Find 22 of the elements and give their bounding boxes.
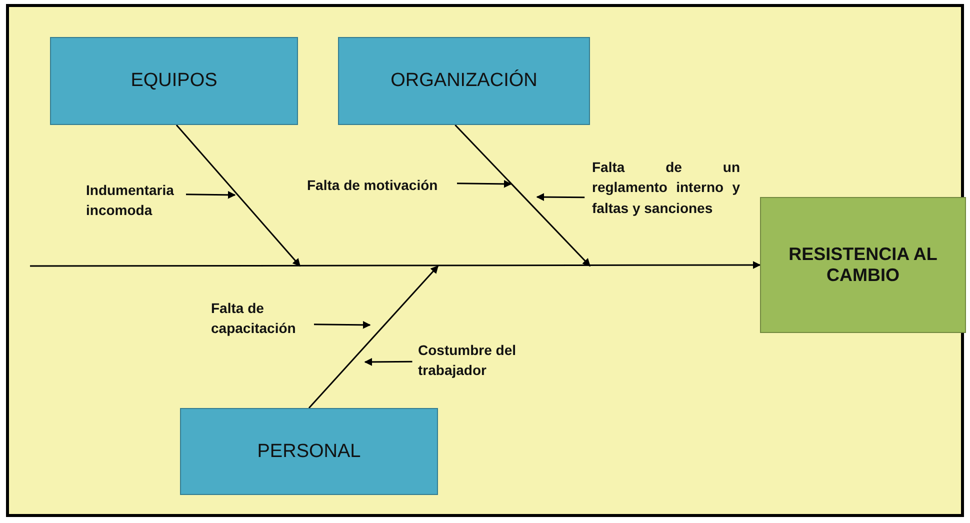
box-label: EQUIPOS [130,70,218,92]
cause-text: Falta de un reglamento interno y faltas y sanciones [592,157,740,229]
cause-text: Falta de motivación [307,175,457,199]
category-box [180,408,438,495]
arrow [536,193,585,202]
spine-arrow [30,261,761,269]
category-box [338,37,590,125]
box-label: RESISTENCIA AL CAMBIO [788,244,938,286]
arrow [454,124,591,267]
arrow [314,320,371,329]
arrow [176,124,301,267]
arrow [186,190,236,199]
effect-box [760,197,966,333]
cause-text: Costumbre del trabajador [418,340,533,388]
cause-text: Falta de capacitación [211,298,311,346]
arrow [308,265,439,408]
arrow [457,180,512,188]
box-label: ORGANIZACIÓN [390,70,538,92]
category-box [50,37,298,125]
cause-text: Indumentaria incomoda [86,180,186,228]
arrow [364,358,412,366]
box-label: PERSONAL [257,440,361,462]
